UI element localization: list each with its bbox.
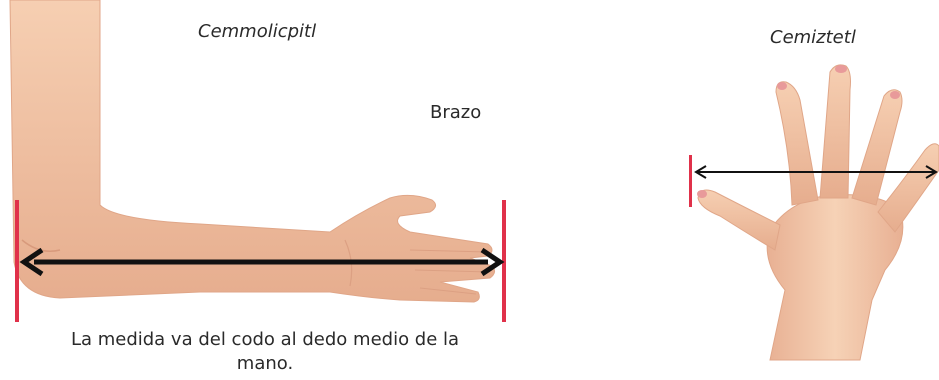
finger-line-1 xyxy=(409,249,489,253)
fingernail-index xyxy=(777,82,787,90)
arm-measurement-caption: La medida va del codo al dedo medio de l… xyxy=(70,329,460,374)
index-finger-shape xyxy=(775,81,819,206)
finger-line-3 xyxy=(419,287,477,295)
arm-title-nahuatl: Cemmolicpitl xyxy=(198,21,317,42)
hand-illustration xyxy=(697,64,939,361)
arm-title-spanish: Brazo xyxy=(430,102,482,123)
upper-arm-shape xyxy=(9,0,496,303)
arm-length-arrow xyxy=(19,247,505,277)
thumb-marker-line xyxy=(689,155,692,207)
palm-shape xyxy=(766,194,904,361)
fingernail-ring xyxy=(890,91,900,99)
elbow-marker-line xyxy=(15,200,19,322)
fingernail-thumb xyxy=(697,190,707,198)
middle-finger-shape xyxy=(819,64,851,199)
little-finger-shape xyxy=(877,143,939,233)
arm-illustration xyxy=(9,0,496,303)
thumb-shape xyxy=(697,189,781,251)
hand-title-nahuatl: Cemiztetl xyxy=(770,27,856,48)
hand-span-arrow xyxy=(694,165,938,179)
ring-finger-shape xyxy=(851,89,903,206)
fingernail-middle xyxy=(835,65,847,73)
fingertip-marker-line xyxy=(502,200,506,322)
finger-line-2 xyxy=(414,269,491,273)
